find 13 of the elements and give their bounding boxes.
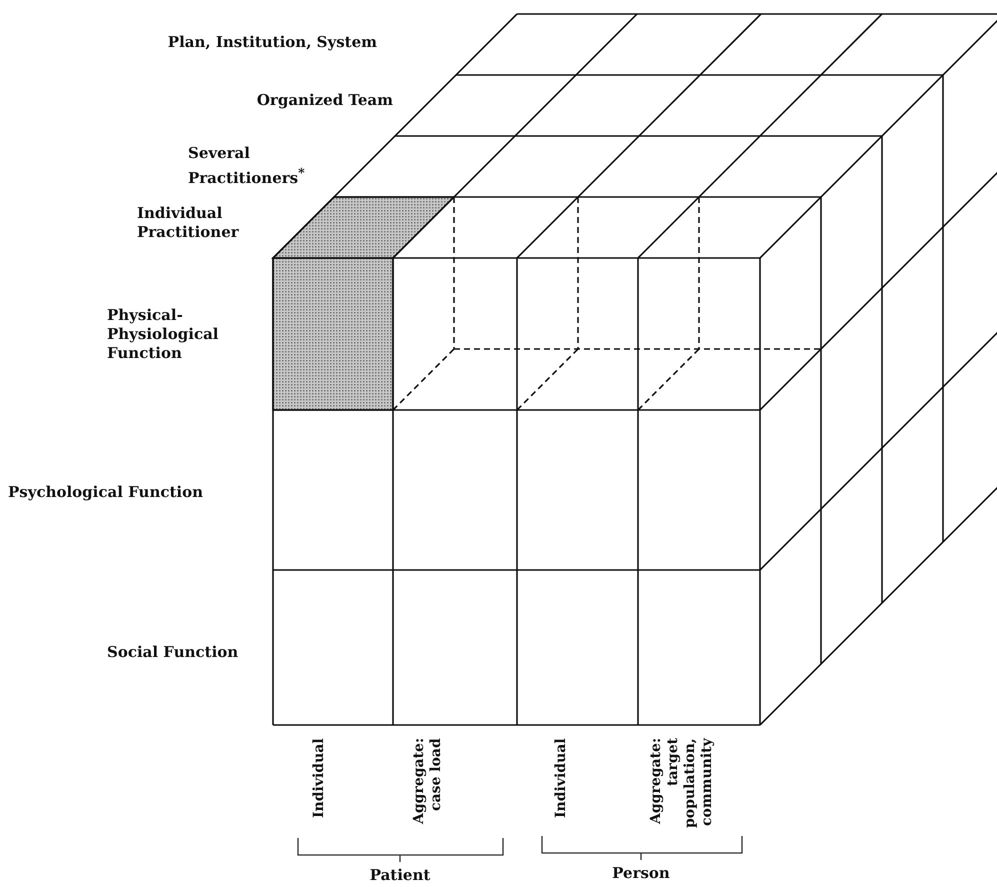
column-axis-label: Aggregate: target population, community xyxy=(648,738,716,830)
column-axis-label: Aggregate: case load xyxy=(411,738,445,826)
depth-axis-label: Several Practitioners$^{*}$ xyxy=(188,144,306,188)
row-axis-label: Social Function xyxy=(107,643,238,662)
depth-axis-label: Plan, Institution, System xyxy=(168,33,377,52)
column-axis-label: Individual xyxy=(311,738,328,820)
depth-axis-label: Individual Practitioner xyxy=(137,204,240,242)
group-label: Person xyxy=(611,864,671,883)
depth-axis-label: Organized Team xyxy=(256,91,393,110)
group-label: Patient xyxy=(368,866,432,885)
row-axis-label: Physical-Physiological Function xyxy=(107,306,220,363)
column-axis-label: Individual xyxy=(553,738,570,820)
row-axis-label: Psychological Function xyxy=(8,483,204,502)
